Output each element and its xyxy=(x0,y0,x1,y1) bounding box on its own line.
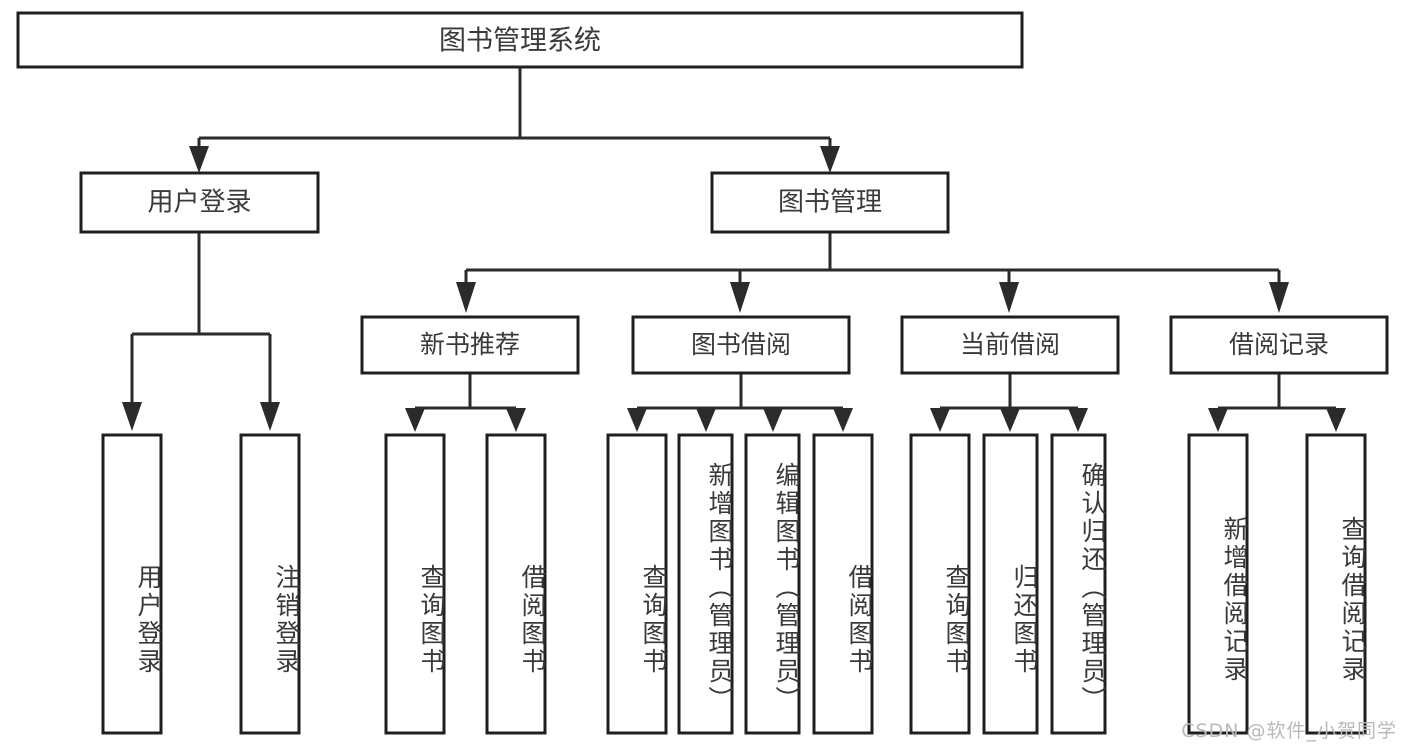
node-layer: 图书管理系统 用户登录 图书管理 新书推荐 图书借阅 当前 xyxy=(16,11,1389,735)
arrow-to-leaf-query-book-3 xyxy=(930,408,950,432)
node-leaf-return-book-box[interactable] xyxy=(982,433,1039,735)
node-leaf-confirm-return-admin-box[interactable] xyxy=(1050,433,1107,735)
node-leaf-add-book-admin-box[interactable] xyxy=(677,433,734,735)
arrow-to-book-borrow xyxy=(730,282,750,313)
arrow-root-to-user-login xyxy=(189,146,209,173)
arrow-to-leaf-add-borrow-record xyxy=(1208,408,1228,432)
node-new-book-recommend[interactable]: 新书推荐 xyxy=(360,315,580,375)
node-leaf-borrow-book-2-box[interactable] xyxy=(812,433,874,735)
node-user-login[interactable]: 用户登录 xyxy=(79,171,320,234)
node-user-login-label: 用户登录 xyxy=(147,188,251,218)
node-borrow-record-label: 借阅记录 xyxy=(1229,330,1329,359)
node-book-manage-label: 图书管理 xyxy=(778,188,882,218)
arrow-root-to-book-manage xyxy=(820,146,840,173)
node-book-borrow[interactable]: 图书借阅 xyxy=(631,315,851,375)
arrow-to-leaf-user-login xyxy=(122,402,142,431)
arrow-to-leaf-borrow-book-1 xyxy=(506,408,526,432)
node-borrow-record-box[interactable] xyxy=(1169,315,1389,375)
node-root-box[interactable] xyxy=(16,11,1024,69)
arrow-to-new-book-recommend xyxy=(456,282,476,313)
node-leaf-user-logout-box[interactable] xyxy=(239,433,301,735)
node-current-borrow-box[interactable] xyxy=(900,315,1120,375)
arrow-to-leaf-borrow-book-2 xyxy=(833,408,853,432)
node-leaf-user-login-box[interactable] xyxy=(101,433,163,735)
node-leaf-query-borrow-record-box[interactable] xyxy=(1305,433,1367,735)
node-leaf-query-book-2-box[interactable] xyxy=(606,433,668,735)
leaf-node-layer xyxy=(101,433,1367,735)
node-book-manage-box[interactable] xyxy=(710,171,950,234)
arrow-to-leaf-edit-book-admin xyxy=(763,408,783,432)
arrow-to-leaf-query-borrow-record xyxy=(1326,408,1346,432)
arrow-to-leaf-add-book-admin xyxy=(696,408,716,432)
arrow-to-leaf-return-book xyxy=(1000,408,1020,432)
arrow-to-current-borrow xyxy=(999,282,1019,313)
node-root[interactable]: 图书管理系统 xyxy=(16,11,1024,69)
node-new-book-recommend-label: 新书推荐 xyxy=(420,330,520,359)
arrow-to-leaf-confirm-return-admin xyxy=(1068,408,1088,432)
node-leaf-query-book-3-box[interactable] xyxy=(909,433,971,735)
node-book-manage[interactable]: 图书管理 xyxy=(710,171,950,234)
node-root-label: 图书管理系统 xyxy=(439,26,601,57)
node-book-borrow-label: 图书借阅 xyxy=(691,330,791,359)
edge-layer xyxy=(122,67,1346,432)
node-current-borrow-label: 当前借阅 xyxy=(960,330,1060,359)
csdn-watermark: CSDN @软件_小贺同学 xyxy=(1181,720,1397,742)
arrow-to-borrow-record xyxy=(1269,282,1289,313)
node-new-book-recommend-box[interactable] xyxy=(360,315,580,375)
node-user-login-box[interactable] xyxy=(79,171,320,234)
node-leaf-add-borrow-record-box[interactable] xyxy=(1187,433,1249,735)
node-book-borrow-box[interactable] xyxy=(631,315,851,375)
arrow-to-leaf-query-book-2 xyxy=(627,408,647,432)
arrow-to-leaf-query-book-1 xyxy=(405,408,425,432)
node-leaf-borrow-book-1-box[interactable] xyxy=(485,433,547,735)
arrow-to-leaf-user-logout xyxy=(260,402,280,431)
node-leaf-query-book-1-box[interactable] xyxy=(384,433,446,735)
node-leaf-edit-book-admin-box[interactable] xyxy=(744,433,801,735)
node-current-borrow[interactable]: 当前借阅 xyxy=(900,315,1120,375)
node-borrow-record[interactable]: 借阅记录 xyxy=(1169,315,1389,375)
